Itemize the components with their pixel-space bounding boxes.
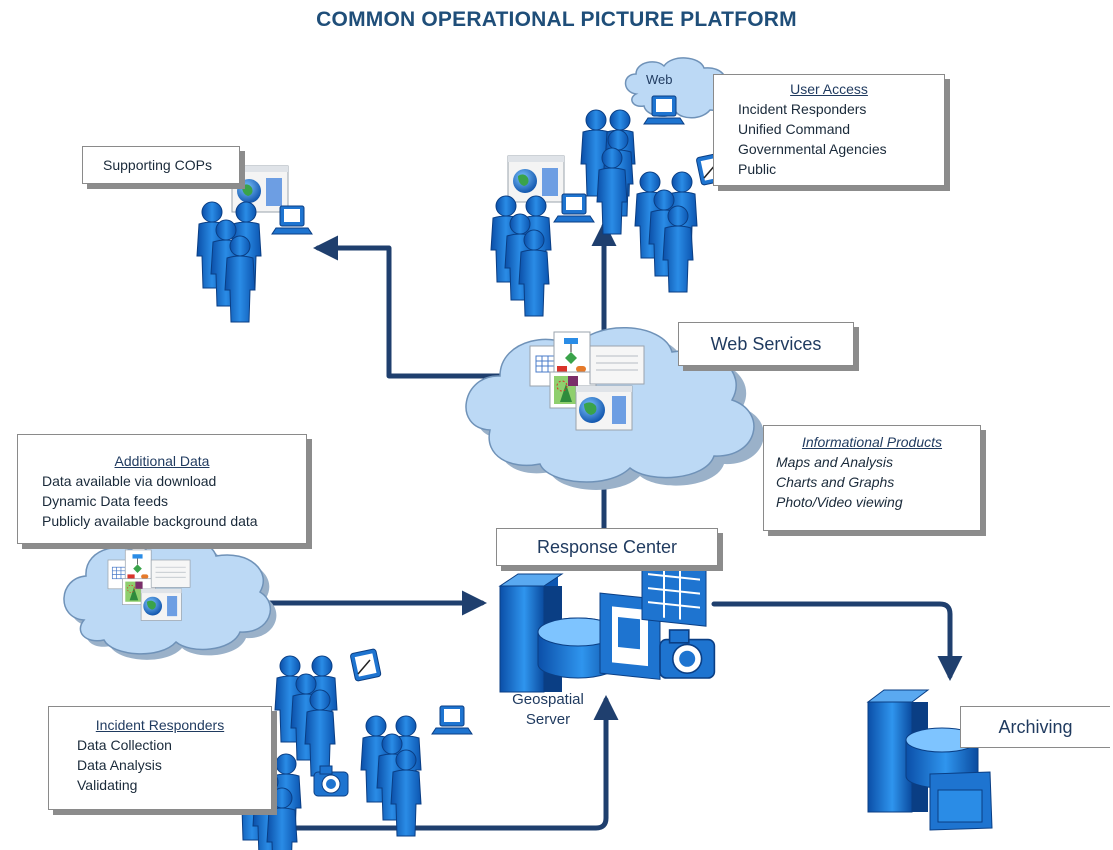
web-services-cloud-icon: [465, 327, 764, 490]
user-access-people-icon: [490, 95, 729, 317]
arrow-response-to-archiving: [711, 601, 963, 681]
user-access-item: Incident Responders: [738, 101, 867, 117]
additional-data-item: Data available via download: [42, 473, 217, 489]
response-center-label: Response Center: [536, 537, 678, 557]
supporting-cops-people-icon: [196, 165, 313, 323]
informational-products-heading: Informational Products: [801, 434, 943, 450]
arrow-to-supporting-cops: [313, 235, 503, 379]
additional-data-box: Additional Data Data available via downl…: [17, 434, 307, 544]
informational-products-item: Photo/Video viewing: [776, 494, 903, 510]
supporting-cops-box: Supporting COPs: [82, 146, 240, 184]
user-access-item: Unified Command: [738, 121, 851, 137]
user-access-heading: User Access: [790, 81, 868, 97]
additional-data-cloud-icon: [63, 538, 277, 660]
user-access-item: Governmental Agencies: [738, 141, 887, 157]
additional-data-item: Publicly available background data: [42, 513, 258, 529]
web-services-box: Web Services: [678, 322, 854, 366]
incident-responders-people-icon: [236, 647, 473, 850]
incident-responders-box: Incident Responders Data Collection Data…: [48, 706, 272, 810]
incident-responders-item: Validating: [77, 777, 138, 793]
incident-responders-item: Data Analysis: [77, 757, 162, 773]
arrow-incident-to-response: [291, 695, 619, 831]
web-cloud-label: Web: [646, 72, 673, 87]
incident-responders-item: Data Collection: [77, 737, 172, 753]
archiving-label: Archiving: [998, 717, 1073, 737]
informational-products-item: Maps and Analysis: [776, 454, 893, 470]
geospatial-server-label: Geospatial Server: [480, 690, 616, 730]
geospatial-label-line2: Server: [525, 711, 571, 728]
informational-products-item: Charts and Graphs: [776, 474, 895, 490]
geospatial-label-line1: Geospatial: [512, 691, 584, 708]
web-services-label: Web Services: [710, 334, 822, 354]
geospatial-server-icon: [498, 558, 716, 693]
user-access-box: User Access Incident Responders Unified …: [713, 74, 945, 186]
user-access-item: Public: [738, 161, 777, 177]
informational-products-box: Informational Products Maps and Analysis…: [763, 425, 981, 531]
archiving-box: Archiving: [960, 706, 1110, 748]
supporting-cops-label: Supporting COPs: [103, 157, 212, 173]
incident-responders-heading: Incident Responders: [95, 717, 225, 733]
response-center-box: Response Center: [496, 528, 718, 566]
diagram-title: COMMON OPERATIONAL PICTURE PLATFORM: [316, 8, 797, 31]
additional-data-item: Dynamic Data feeds: [42, 493, 169, 509]
additional-data-heading: Additional Data: [114, 453, 210, 469]
